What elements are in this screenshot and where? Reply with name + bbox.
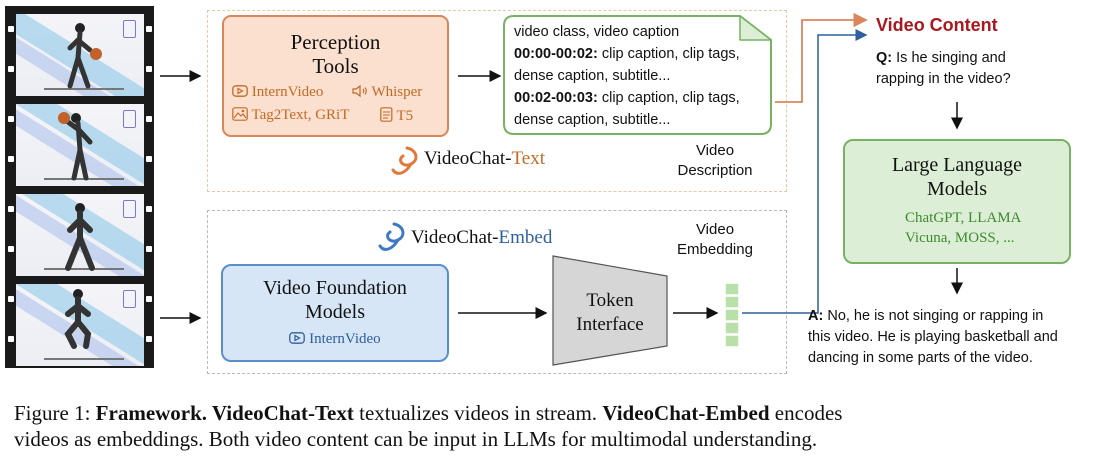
t5-tool: T5 <box>380 107 413 125</box>
perception-tools-title: Perception Tools <box>222 30 449 78</box>
video-frame-3 <box>16 194 144 276</box>
answer-text: A: No, he is not singing or rapping in t… <box>808 308 1058 366</box>
tag2text-grit-tool: Tag2Text, GRiT <box>232 107 349 124</box>
internvideo-tool: InternVideo <box>232 84 323 101</box>
description-line-3: dense caption, subtitle... <box>514 68 671 84</box>
description-line-1: video class, video caption <box>514 24 680 40</box>
videochat-text-label: VideoChat-Text <box>424 148 546 169</box>
perception-tools-box <box>222 15 449 137</box>
token-interface-shape <box>552 255 668 366</box>
videochat-embed-label: VideoChat-Embed <box>411 227 553 248</box>
image-icon <box>232 107 248 121</box>
video-filmstrip <box>5 6 154 368</box>
description-line-2: 00:00-00:02: clip caption, clip tags, <box>514 46 740 62</box>
vfm-internvideo: InternVideo <box>221 331 449 348</box>
embedding-stack <box>724 282 740 348</box>
videochat-text-logo-icon <box>391 146 418 175</box>
speaker-icon <box>352 84 367 98</box>
arrow-description-to-content <box>775 12 868 103</box>
document-icon <box>380 107 393 122</box>
videochat-text-panel <box>207 10 787 192</box>
figure-caption-line-2: videos as embeddings. Both video content… <box>14 427 818 451</box>
video-frame-1 <box>16 14 144 96</box>
arrow-embedding-to-content <box>742 29 868 314</box>
description-line-4: 00:02-00:03: clip caption, clip tags, <box>514 90 740 106</box>
videochat-embed-logo-icon <box>378 222 405 251</box>
videochat-embed-panel <box>207 210 787 374</box>
perception-title-line1: Perception <box>290 30 381 54</box>
whisper-tool: Whisper <box>352 84 422 101</box>
video-foundation-models-box <box>221 264 449 362</box>
video-frame-4 <box>16 284 144 366</box>
video-icon <box>232 85 248 97</box>
video-icon <box>289 332 306 344</box>
document-fold <box>739 15 772 41</box>
video-content-heading: Video Content <box>876 15 998 35</box>
question-text: Q: Is he singing and rapping in the vide… <box>876 50 1011 87</box>
figure-caption-line-1: Figure 1: Framework. VideoChat-Text text… <box>14 401 843 425</box>
description-line-5: dense caption, subtitle... <box>514 112 671 128</box>
perception-title-line2: Tools <box>312 54 359 78</box>
large-language-models-box <box>843 139 1071 264</box>
description-document <box>503 15 772 135</box>
video-frame-2 <box>16 104 144 186</box>
